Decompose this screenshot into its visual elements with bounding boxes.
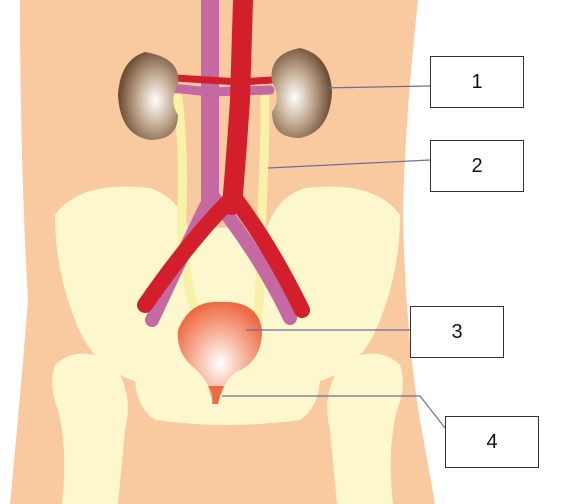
label-box-3: 3: [410, 306, 504, 358]
aorta-trunk: [232, 0, 243, 205]
label-box-1: 1: [430, 56, 524, 108]
left-renal-artery: [175, 78, 240, 82]
right-renal-artery: [240, 80, 272, 82]
left-renal-vein: [172, 88, 210, 92]
label-box-4: 4: [445, 416, 539, 468]
label-box-2: 2: [430, 140, 524, 192]
